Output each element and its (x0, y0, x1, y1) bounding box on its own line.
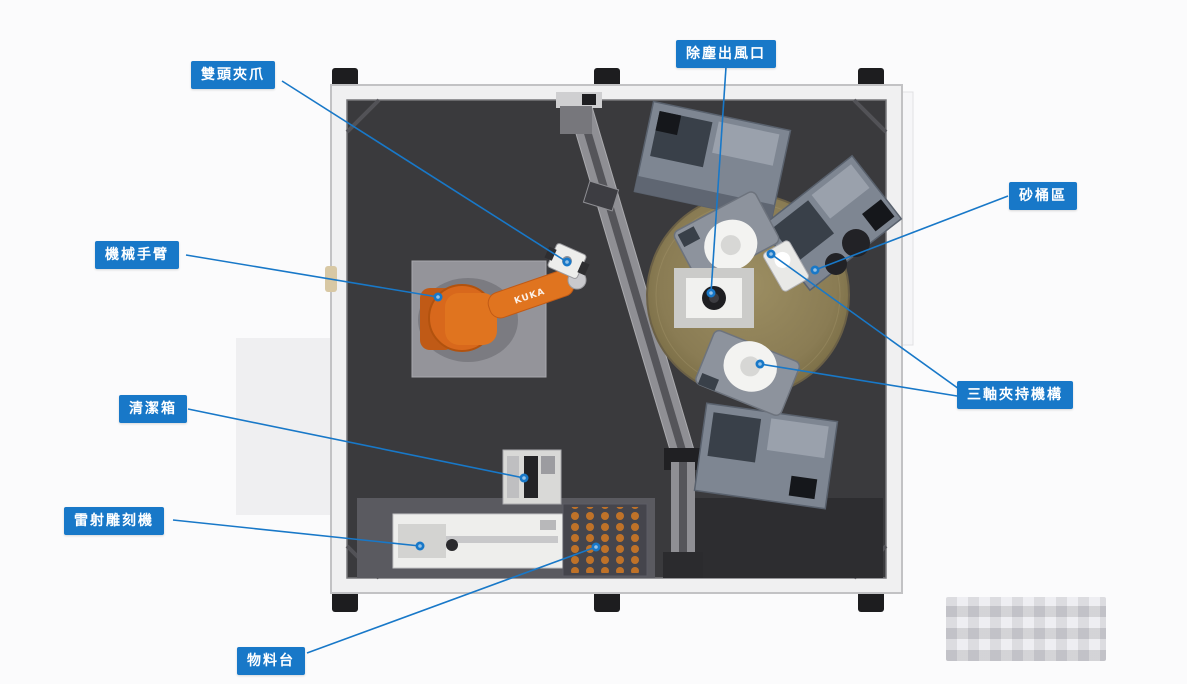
label-dust-extraction-outlet: 除塵出風口 (676, 40, 776, 68)
label-robotic-arm: 機械手臂 (95, 241, 179, 269)
sand-bucket (842, 229, 870, 257)
annotation-lines (172, 66, 1009, 654)
machine-top-right (633, 100, 792, 222)
machine-bottom-right (693, 402, 839, 510)
material-tray-graphic (562, 503, 648, 577)
clamp-station-top (673, 191, 780, 283)
label-double-head-gripper: 雙頭夾爪 (191, 61, 275, 89)
label-cleaning-box: 清潔箱 (119, 395, 187, 423)
sand-bucket (825, 253, 847, 275)
label-sand-bucket-area: 砂桶區 (1009, 182, 1077, 210)
clamp-station-bottom (695, 329, 801, 416)
label-material-table: 物料台 (237, 647, 305, 675)
pixelated-watermark (946, 597, 1106, 661)
disc-center-plate (674, 268, 754, 328)
annotation-dots (415, 249, 820, 552)
label-laser-engraving-machine: 雷射雕刻機 (64, 507, 164, 535)
diagonal-rail (556, 92, 703, 578)
laser-engraver-graphic (392, 513, 564, 569)
robot-arm-graphic: KUKA (411, 243, 590, 378)
left-side-table (236, 338, 332, 515)
label-three-axis-clamping-mechanism: 三軸夾持機構 (957, 381, 1073, 409)
cleaning-box-graphic (502, 449, 562, 505)
